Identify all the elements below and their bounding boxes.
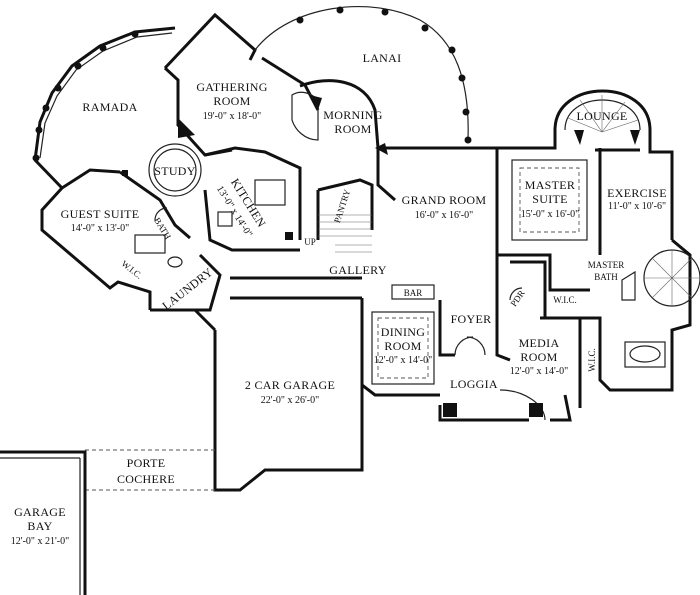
room-label-porte-2: COCHERE [117,472,175,486]
room-dims-grand: 16'-0" x 16'-0" [415,210,473,221]
room-label-foyer: FOYER [451,312,492,326]
room-label-media-2: ROOM [520,350,557,364]
room-label-dining-1: DINING [381,325,425,339]
room-label-pantry: PANTRY [332,188,352,225]
label-up: UP [304,237,316,247]
room-label-garage-bay-2: BAY [27,519,52,533]
room-label-media-1: MEDIA [519,336,560,350]
room-label-ramada: RAMADA [82,100,137,114]
room-dims-media: 12'-0" x 14'-0" [510,366,568,377]
room-label-master-bath-2: BATH [594,272,618,282]
room-label-dining-2: ROOM [384,339,421,353]
room-dims-garage-bay: 12'-0" x 21'-0" [11,536,69,547]
room-dims-guest: 14'-0" x 13'-0" [71,223,129,234]
fixtures [32,6,666,385]
room-label-morning-2: ROOM [334,122,371,136]
room-dims-gathering: 19'-0" x 18'-0" [203,111,261,122]
room-label-laundry: LAUNDRY [160,265,216,313]
room-label-study: STUDY [154,164,196,178]
room-label-master-suite-1: MASTER [525,178,575,192]
room-label-wic-guest: W.I.C. [120,258,145,280]
walls [0,6,700,595]
room-label-guest: GUEST SUITE [61,207,140,221]
room-label-master-suite-2: SUITE [532,192,568,206]
room-label-grand: GRAND ROOM [402,193,487,207]
room-label-morning-1: MORNING [323,108,382,122]
room-dims-dining: 12'-0" x 14'-0" [374,355,432,366]
room-label-garage: 2 CAR GARAGE [245,378,335,392]
room-label-exercise: EXERCISE [607,186,667,200]
room-dims-exercise: 11'-0" x 10'-6" [608,201,666,212]
room-label-gallery: GALLERY [329,263,386,277]
room-label-garage-bay-1: GARAGE [14,505,66,519]
room-label-gathering-1: GATHERING [196,80,267,94]
room-dims-garage: 22'-0" x 26'-0" [261,395,319,406]
room-label-lanai: LANAI [363,51,402,65]
room-dims-master-suite: 15'-0" x 16'-0" [521,209,579,220]
room-label-porte-1: PORTE [127,456,166,470]
room-label-gathering-2: ROOM [213,94,250,108]
room-label-bar: BAR [404,288,423,298]
room-label-loggia: LOGGIA [450,377,498,391]
room-label-lounge: LOUNGE [576,109,627,123]
room-label-pdr: PDR [508,288,526,308]
room-label-wic-master2: W.I.C. [587,348,597,371]
room-label-wic-master: W.I.C. [553,295,576,305]
room-label-master-bath-1: MASTER [588,260,625,270]
